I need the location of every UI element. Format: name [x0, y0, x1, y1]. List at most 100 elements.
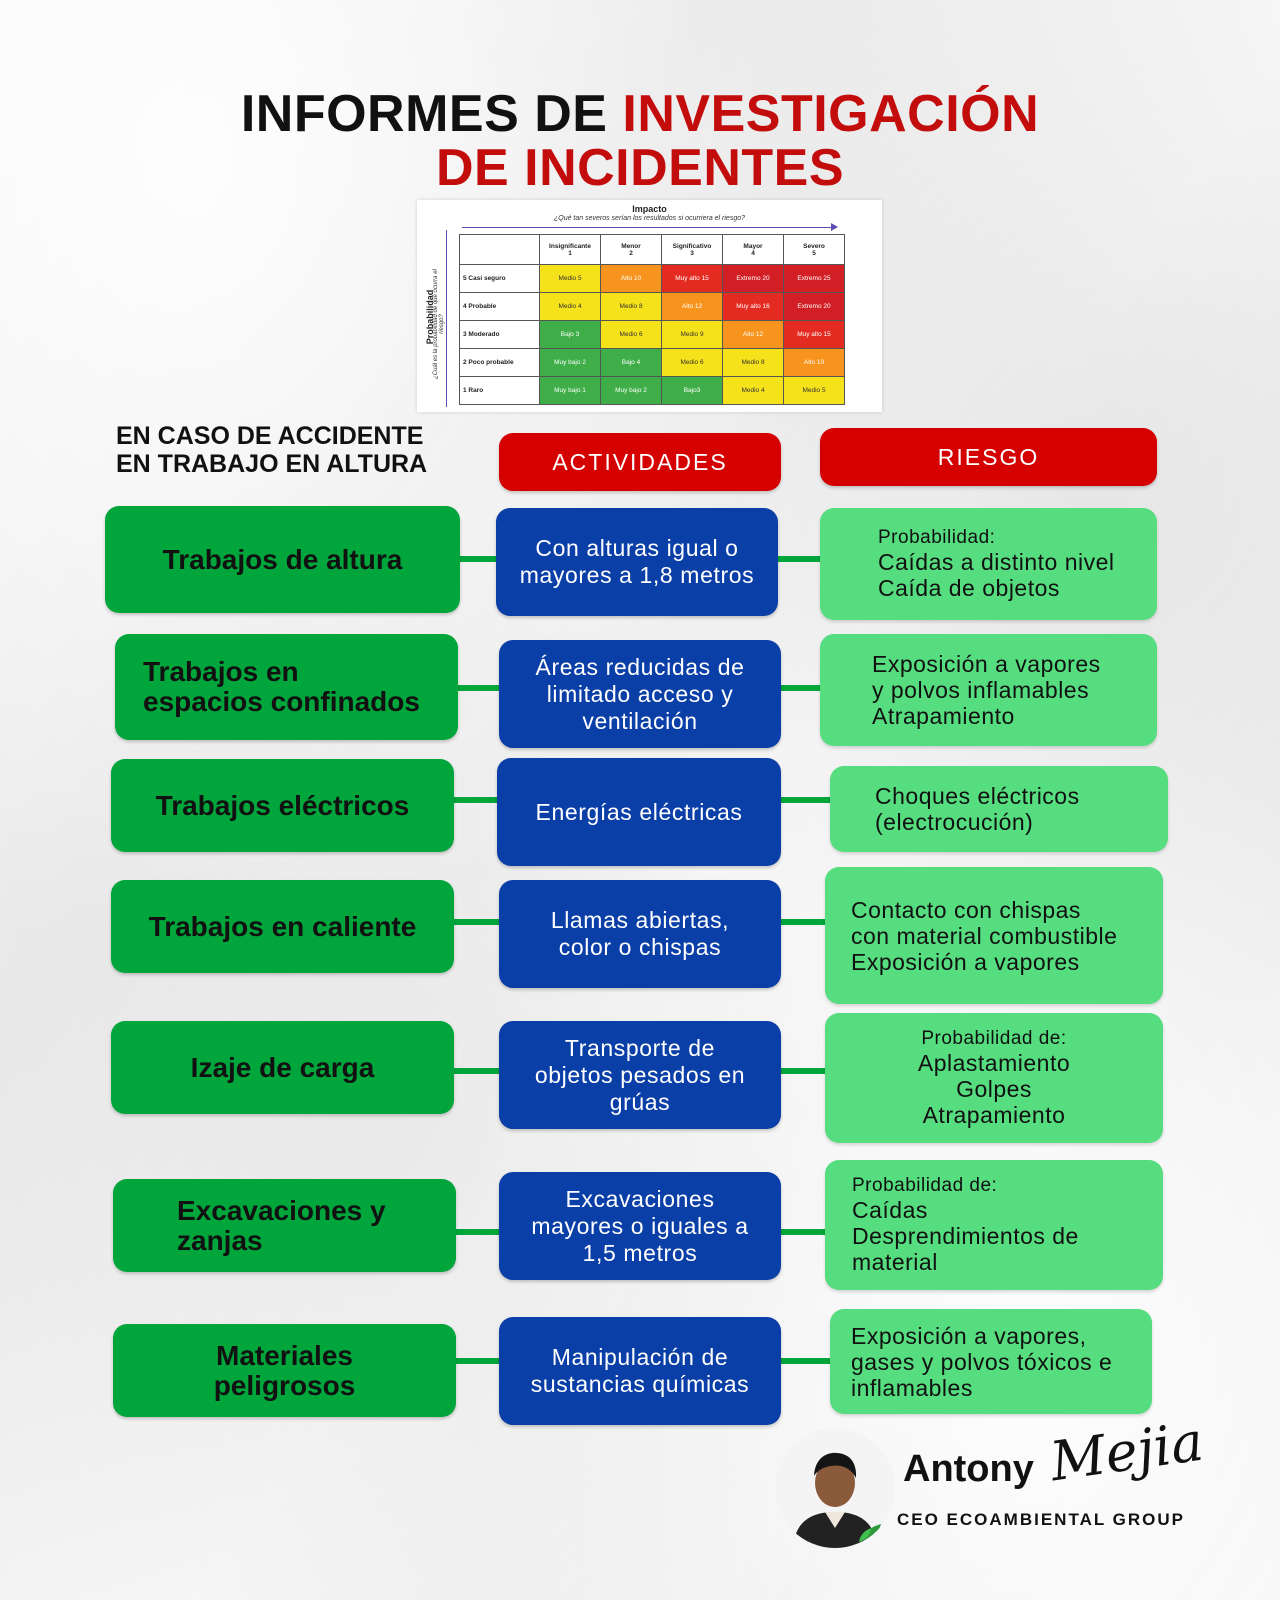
title-line2: DE INCIDENTES: [435, 139, 845, 197]
risk-line: Atrapamiento: [872, 703, 1015, 729]
activity-line: Con alturas igual o: [535, 535, 739, 561]
activity-line: objetos pesados en: [534, 1061, 746, 1088]
matrix-probability-question: ¿Cuál es la probabilidad de que ocurra e…: [433, 269, 445, 379]
matrix-cell: Muy bajo 2: [600, 376, 662, 405]
matrix-column-number: 2: [629, 249, 633, 257]
risk-line: Choques eléctricos: [875, 783, 1080, 809]
case-label-line1: EN CASO DE ACCIDENTE: [116, 422, 424, 450]
risk-text: Choques eléctricos(electrocución): [875, 783, 1080, 835]
activity-line: mayores a 1,8 metros: [519, 562, 755, 588]
activity-box: Llamas abiertas,color o chispas: [499, 880, 781, 988]
matrix-cell: Alto 10: [783, 348, 845, 377]
author-signature: Mejia: [1046, 1409, 1208, 1494]
work-type-line: zanjas: [177, 1224, 263, 1256]
risk-line: Exposición a vapores,: [851, 1322, 1087, 1349]
matrix-column-number: 1: [568, 249, 572, 257]
risk-line: Aplastamiento: [917, 1050, 1071, 1076]
activity-line: ventilación: [582, 707, 698, 734]
matrix-column-number: 3: [690, 249, 694, 257]
activity-line: limitado acceso y: [546, 680, 734, 707]
matrix-cell: Medio 4: [722, 376, 784, 405]
case-label-line2: EN TRABAJO EN ALTURA: [116, 450, 428, 478]
work-type-line: Trabajos en caliente: [148, 910, 417, 942]
risk-line: material: [852, 1249, 938, 1275]
matrix-cell: Medio 8: [600, 292, 662, 321]
matrix-cell: Muy bajo 1: [539, 376, 601, 405]
matrix-cell: Muy alto 15: [783, 320, 845, 349]
matrix-cell: Muy alto 15: [661, 264, 723, 293]
work-type-box: Trabajos en caliente: [111, 880, 454, 973]
activity-line: Energías eléctricas: [535, 798, 743, 825]
risk-line: con material combustible: [851, 922, 1118, 949]
risk-line: Atrapamiento: [922, 1102, 1066, 1128]
matrix-cell: Medio 4: [539, 292, 601, 321]
matrix-column-name: Mayor: [743, 242, 763, 250]
risk-matrix: Impacto ¿Qué tan severos serían los resu…: [417, 200, 882, 412]
work-type-text: Izaje de carga: [191, 1052, 375, 1083]
risk-line: Desprendimientos de: [852, 1223, 1079, 1249]
risk-line: Golpes: [956, 1076, 1032, 1102]
title-part2: INVESTIGACIÓN: [622, 85, 1040, 143]
matrix-column-name: Insignificante: [549, 242, 591, 250]
activities-header: ACTIVIDADES: [499, 433, 781, 491]
activity-line: 1,5 metros: [582, 1239, 698, 1266]
matrix-cell: Muy alto 16: [722, 292, 784, 321]
work-type-text: Trabajos eléctricos: [156, 790, 410, 821]
matrix-cell: Alto 12: [661, 292, 723, 321]
work-type-text: Trabajos de altura: [162, 543, 403, 575]
author-name: Antony: [903, 1448, 1034, 1490]
work-type-line: Trabajos de altura: [162, 543, 403, 575]
matrix-row-label: 3 Moderado: [459, 320, 540, 349]
work-type-line: Excavaciones y: [177, 1194, 386, 1226]
risk-line: Contacto con chispas: [851, 896, 1081, 923]
matrix-cell: Medio 8: [722, 348, 784, 377]
person-portrait-icon: [775, 1428, 895, 1548]
activity-line: Excavaciones: [565, 1185, 715, 1212]
page-title: INFORMES DE INVESTIGACIÓN: [0, 86, 1280, 142]
matrix-cell: Bajo3: [661, 376, 723, 405]
matrix-cell: Medio 5: [539, 264, 601, 293]
risk-line: Caídas a distinto nivel: [878, 549, 1115, 575]
matrix-cell: Bajo 4: [600, 348, 662, 377]
matrix-impact-arrow: [462, 223, 838, 231]
author-avatar: [775, 1428, 895, 1548]
activity-line: sustancias químicas: [530, 1371, 750, 1397]
matrix-corner: [459, 234, 540, 265]
risk-header: RIESGO: [820, 428, 1157, 486]
matrix-cell: Alto 12: [722, 320, 784, 349]
matrix-row-label: 2 Poco probable: [459, 348, 540, 377]
matrix-cell: Medio 6: [661, 348, 723, 377]
matrix-column-number: 4: [751, 249, 755, 257]
risk-line: Caídas: [852, 1197, 928, 1223]
activity-line: Transporte de: [564, 1034, 716, 1061]
page-title-line2: DE INCIDENTES: [0, 140, 1280, 196]
risk-line: Exposición a vapores: [872, 651, 1101, 677]
case-label: EN CASO DE ACCIDENTE EN TRABAJO EN ALTUR…: [116, 422, 427, 478]
work-type-box: Trabajos eléctricos: [111, 759, 454, 852]
matrix-cell: Medio 9: [661, 320, 723, 349]
risk-heading: Probabilidad:: [878, 527, 996, 548]
risk-heading: Probabilidad de:: [921, 1028, 1067, 1049]
